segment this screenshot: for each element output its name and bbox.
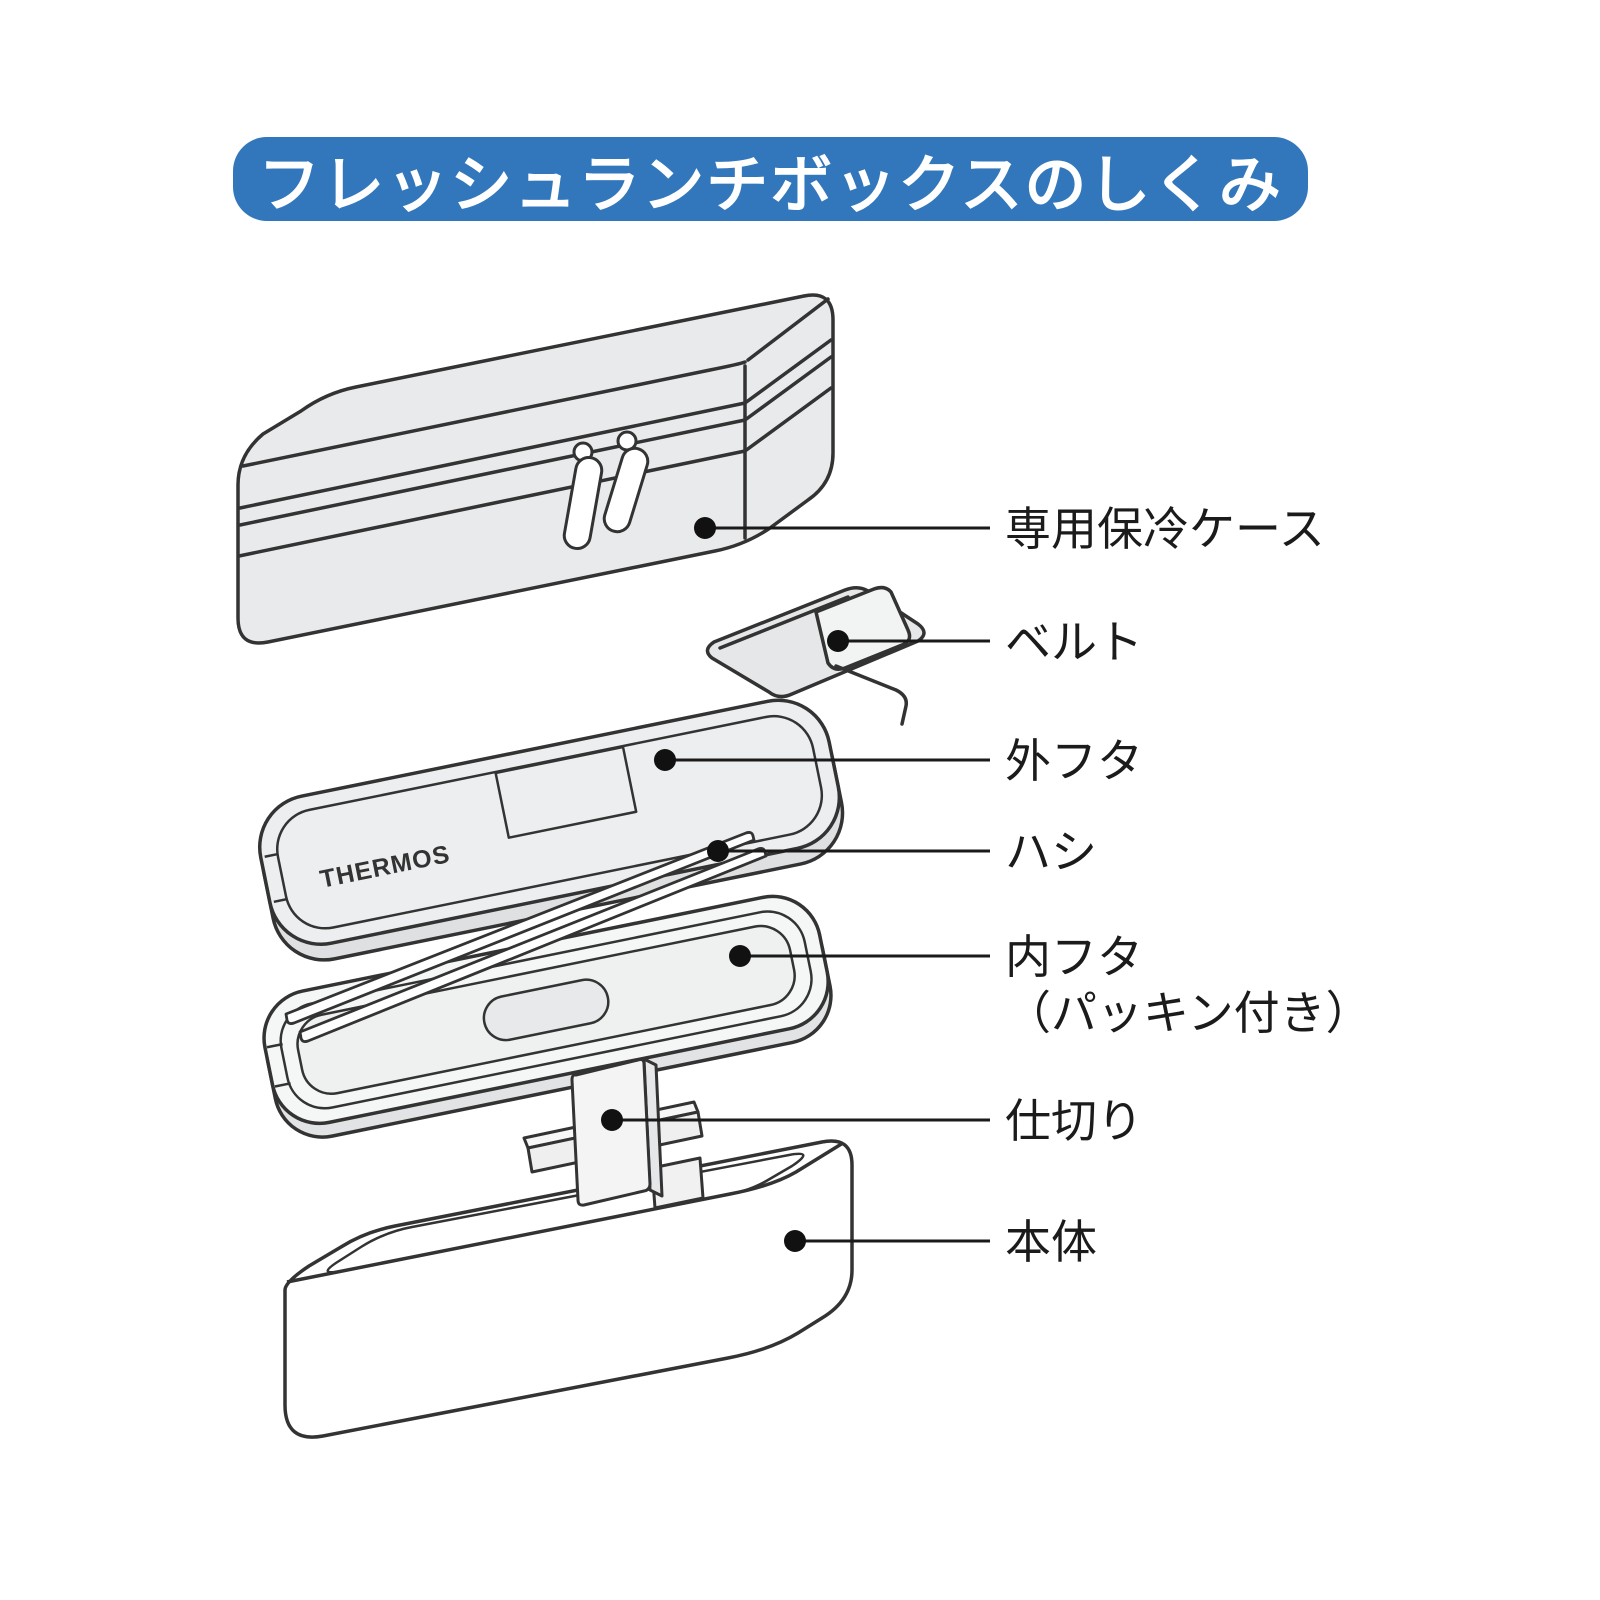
dot-chopsticks — [707, 840, 729, 862]
dot-cooler-case — [694, 517, 716, 539]
body-illustration — [283, 1139, 854, 1439]
label-cooler-case: 専用保冷ケース — [1005, 503, 1325, 555]
chopsticks-illustration — [284, 831, 768, 1043]
title-banner: フレッシュランチボックスのしくみ — [233, 137, 1308, 221]
label-belt: ベルト — [1005, 616, 1143, 668]
dot-inner-lid — [729, 945, 751, 967]
leader-dots — [601, 517, 849, 1252]
dot-outer-lid — [654, 749, 676, 771]
leader-lines — [612, 526, 990, 1243]
dot-main-body — [784, 1230, 806, 1252]
inner-lid-illustration — [262, 894, 833, 1139]
label-divider: 仕切り — [1005, 1095, 1143, 1147]
cooler-case-illustration — [236, 293, 835, 645]
label-inner-lid: 内フタ （パッキン付き） — [1005, 931, 1372, 1039]
dot-divider — [601, 1109, 623, 1131]
dot-belt — [827, 630, 849, 652]
label-outer-lid: 外フタ — [1005, 735, 1143, 787]
label-main-body: 本体 — [1005, 1216, 1097, 1268]
belt-illustration — [705, 585, 926, 726]
label-chopsticks: ハシ — [1005, 826, 1097, 878]
page-title: フレッシュランチボックスのしくみ — [258, 151, 1283, 220]
